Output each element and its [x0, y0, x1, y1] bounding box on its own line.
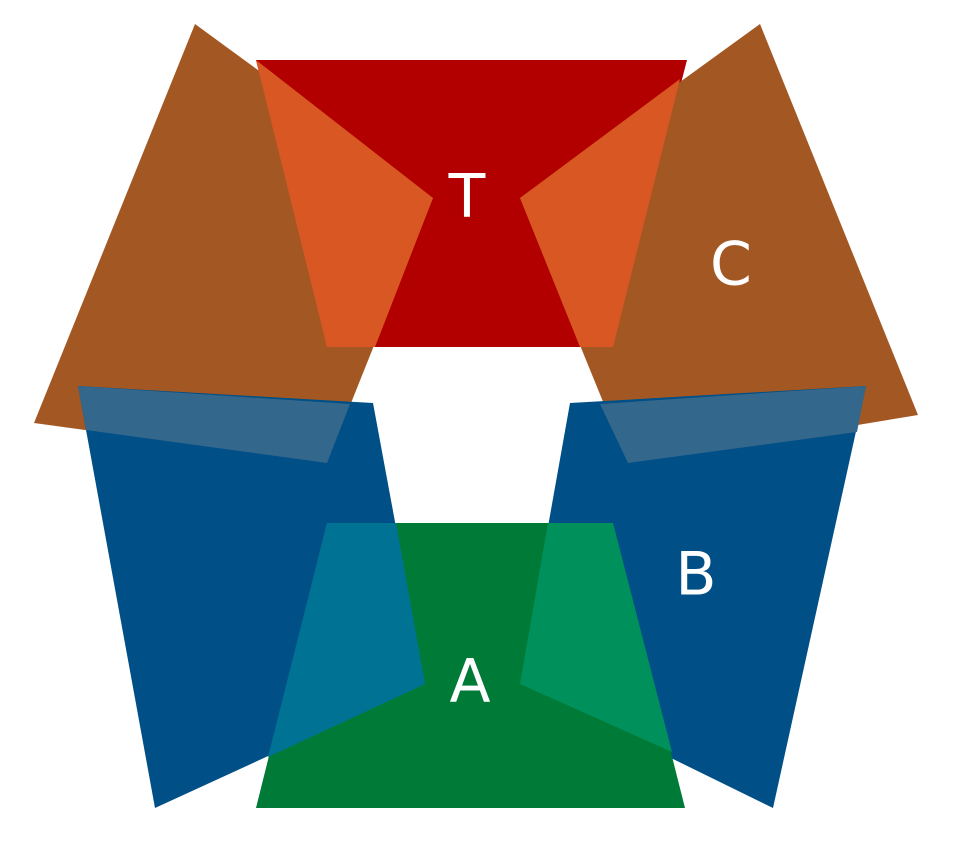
label-b: B — [675, 540, 716, 610]
label-c: C — [710, 230, 752, 300]
a-b-left-overlap — [268, 523, 425, 757]
a-b-right-overlap — [520, 523, 672, 752]
t-c-right-overlap — [520, 79, 680, 347]
label-t: T — [448, 162, 486, 232]
label-a: A — [449, 647, 490, 717]
t-c-left-overlap — [256, 60, 433, 347]
b-c-left-overlap — [78, 386, 350, 463]
b-c-right-overlap — [600, 386, 866, 463]
